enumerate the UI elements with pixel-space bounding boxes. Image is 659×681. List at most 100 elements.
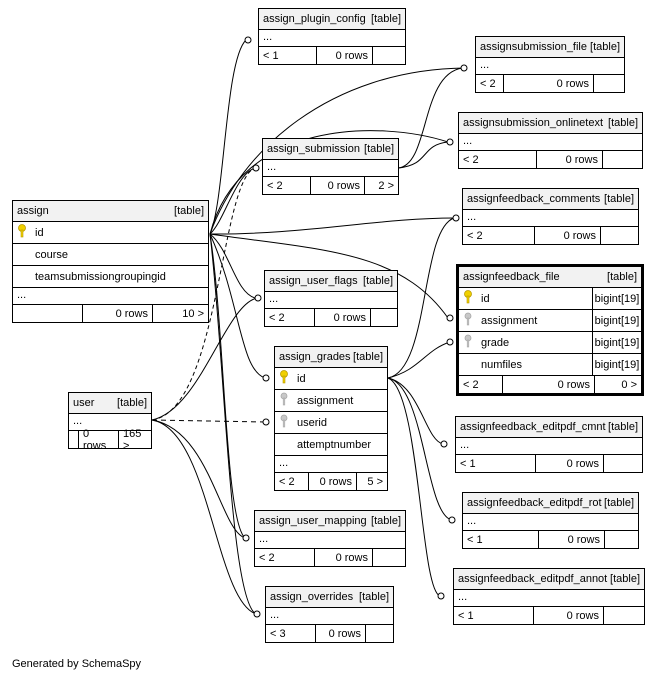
rel-assign-submission-file	[209, 67, 465, 235]
table-tag: [table]	[353, 351, 383, 363]
column-row[interactable]: userid	[275, 412, 387, 434]
children-count[interactable]	[366, 625, 393, 642]
rel-grades-feedback-file	[387, 341, 451, 379]
row-count: 0 rows	[79, 428, 119, 452]
table-assignfeedback-editpdf-annot[interactable]: assignfeedback_editpdf_annot[table] ... …	[453, 568, 645, 625]
children-count[interactable]: 165 >	[123, 427, 142, 452]
children-count[interactable]	[605, 531, 638, 548]
more-columns: ...	[463, 514, 638, 531]
parents-count[interactable]: < 1	[454, 607, 534, 624]
parents-count[interactable]: < 2	[255, 549, 315, 566]
column-name: grade	[477, 332, 593, 353]
children-count[interactable]	[604, 455, 642, 472]
parents-count[interactable]: < 2	[476, 75, 504, 92]
table-tag: [table]	[174, 205, 204, 217]
rel-assign-grades	[209, 233, 266, 379]
parents-count[interactable]: < 2	[275, 473, 309, 490]
table-assignfeedback-editpdf-cmnt[interactable]: assignfeedback_editpdf_cmnt[table] ... <…	[455, 416, 643, 473]
more-columns: ...	[463, 210, 638, 227]
column-row[interactable]: id	[275, 368, 387, 390]
crowfoot-ends	[242, 36, 468, 618]
foreign-key-icon	[463, 312, 477, 329]
parents-count[interactable]: < 2	[263, 177, 311, 194]
column-row[interactable]: id	[13, 222, 208, 244]
children-count[interactable]: 0 >	[621, 378, 637, 391]
end-marker	[254, 294, 262, 302]
children-count[interactable]	[373, 47, 405, 64]
table-name: assignfeedback_editpdf_rot	[467, 497, 602, 509]
table-assignfeedback-editpdf-rot[interactable]: assignfeedback_editpdf_rot[table] ... < …	[462, 492, 639, 549]
column-name: assignment	[297, 394, 354, 407]
children-count[interactable]	[604, 607, 644, 624]
table-tag: [table]	[604, 193, 634, 205]
table-name: assignsubmission_file	[480, 41, 587, 53]
primary-key-icon	[17, 224, 31, 241]
parents-count[interactable]: < 1	[456, 455, 536, 472]
end-marker	[440, 440, 448, 448]
table-assign[interactable]: assign[table] id course teamsubmissiongr…	[12, 200, 209, 323]
more-columns: ...	[265, 292, 397, 309]
table-name: assign_plugin_config	[263, 13, 366, 25]
end-marker	[437, 592, 445, 600]
parents-count[interactable]: < 1	[463, 531, 539, 548]
primary-key-icon	[463, 290, 477, 307]
end-marker	[452, 214, 460, 222]
parents-count[interactable]	[69, 431, 79, 448]
rel-grades-editpdf-rot	[387, 377, 453, 521]
parents-count[interactable]: < 1	[259, 47, 317, 64]
table-assign-grades[interactable]: assign_grades[table] id assignment useri…	[274, 346, 388, 491]
table-assignsubmission-onlinetext[interactable]: assignsubmission_onlinetext[table] ... <…	[458, 112, 643, 169]
children-count[interactable]	[371, 309, 397, 326]
children-count[interactable]	[373, 549, 405, 566]
rel-assign-submission-onlinetext	[209, 130, 449, 235]
table-header: assignfeedback_editpdf_annot[table]	[454, 569, 644, 590]
parents-count[interactable]: < 2	[459, 376, 503, 393]
foreign-key-icon	[463, 334, 477, 351]
parents-count[interactable]: < 3	[266, 625, 316, 642]
table-tag: [table]	[371, 515, 401, 527]
table-tag: [table]	[117, 397, 147, 409]
column-row[interactable]: attemptnumber	[275, 434, 387, 456]
children-count[interactable]: 5 >	[367, 475, 383, 488]
column-row[interactable]: assignment	[275, 390, 387, 412]
parents-count[interactable]	[13, 305, 83, 322]
parents-count[interactable]: < 2	[459, 151, 537, 168]
column-type: bigint[19]	[594, 336, 640, 349]
column-row[interactable]: course	[13, 244, 208, 266]
more-columns: ...	[456, 438, 642, 455]
children-count[interactable]: 2 >	[378, 179, 394, 192]
more-columns: ...	[259, 30, 405, 47]
children-count[interactable]: 10 >	[182, 307, 204, 320]
children-count[interactable]	[603, 151, 642, 168]
children-count[interactable]	[594, 75, 624, 92]
column-row[interactable]: teamsubmissiongroupingid	[13, 266, 208, 288]
table-name: user	[73, 397, 95, 409]
table-name: assign_submission	[267, 143, 360, 155]
parents-count[interactable]: < 2	[463, 227, 535, 244]
primary-key-icon	[279, 370, 293, 387]
parents-count[interactable]: < 2	[265, 309, 315, 326]
end-marker	[446, 338, 454, 346]
row-count: 0 rows	[536, 455, 604, 472]
end-marker	[242, 534, 250, 542]
children-count[interactable]	[601, 227, 638, 244]
table-header: assignfeedback_editpdf_rot[table]	[463, 493, 638, 514]
